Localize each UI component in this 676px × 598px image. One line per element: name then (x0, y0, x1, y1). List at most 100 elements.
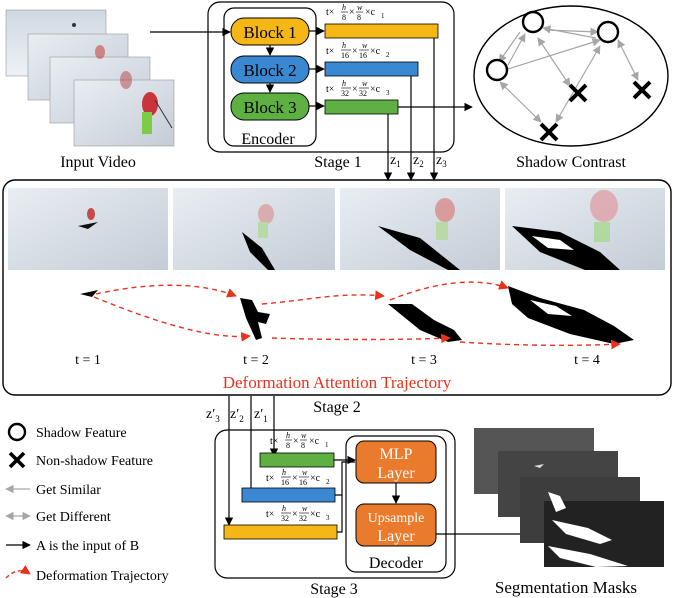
mlp-label-line2: Layer (377, 465, 415, 482)
block-1: Block 1 (230, 17, 310, 46)
svg-text:h: h (282, 504, 286, 513)
legend-label-similar: Get Similar (36, 483, 101, 498)
circle-icon (7, 422, 27, 442)
shadow-feature-node (596, 20, 620, 44)
shadow-contrast-label: Shadow Contrast (516, 154, 626, 171)
skier-body (142, 92, 158, 116)
legend-label-nonshadow: Non-shadow Feature (36, 454, 153, 469)
svg-text:×c: ×c (370, 84, 381, 95)
ski-pole (154, 99, 173, 129)
svg-text:t×: t× (266, 473, 274, 484)
svg-text:z′2: z′2 (230, 407, 244, 424)
time-label-1: t = 1 (75, 353, 101, 368)
svg-text:×: × (352, 84, 358, 95)
red-dashed-arrow-icon (5, 565, 31, 579)
svg-text:16: 16 (341, 51, 349, 60)
stage2-label: Stage 2 (313, 399, 361, 416)
decoder-dim-3: t× h 32 × w 32 ×c 3 (266, 504, 330, 523)
skier-body (95, 45, 105, 59)
svg-text:×: × (293, 436, 299, 447)
stage2-frame-3 (340, 188, 500, 270)
non-shadow-feature-node (568, 83, 588, 103)
svg-text:16: 16 (359, 51, 367, 60)
svg-text:32: 32 (359, 89, 367, 98)
block-3-label: Block 3 (243, 98, 296, 117)
time-labels: t = 1 t = 2 t = 3 t = 4 (75, 353, 600, 368)
input-video-label: Input Video (60, 154, 136, 171)
non-shadow-feature-node (539, 122, 559, 142)
time-label-3: t = 3 (411, 353, 437, 368)
time-label-4: t = 4 (574, 353, 600, 368)
svg-text:16: 16 (299, 478, 307, 487)
svg-text:2: 2 (326, 478, 330, 486)
feature-bar-3 (324, 99, 399, 115)
svg-text:16: 16 (281, 478, 289, 487)
decoder-feature-bar-1 (259, 452, 335, 468)
svg-text:×: × (292, 509, 298, 520)
decoder-dim-2: t× h 16 × w 16 ×c 2 (266, 468, 330, 487)
z2-prime-arrow (241, 396, 252, 498)
skier-legs (142, 112, 152, 134)
shadow-mask-1 (80, 290, 98, 297)
svg-text:t×: t× (326, 46, 334, 57)
skier-body (120, 71, 132, 89)
shadow-mask-3 (388, 304, 462, 342)
svg-text:z1: z1 (390, 153, 401, 169)
svg-text:8: 8 (301, 441, 305, 450)
svg-text:×c: ×c (309, 436, 320, 447)
svg-text:t×: t× (270, 436, 278, 447)
svg-text:w: w (302, 504, 308, 513)
svg-text:h: h (282, 468, 286, 477)
stage2-title: Deformation Attention Trajectory (223, 373, 452, 392)
stage3-label: Stage 3 (310, 581, 358, 598)
svg-text:h: h (286, 431, 290, 440)
shadow-contrast-graph (485, 10, 652, 142)
stage1-box (207, 1, 455, 153)
upsample-label-line2: Layer (377, 528, 415, 545)
block-2: Block 2 (230, 55, 310, 84)
segmentation-masks (474, 428, 664, 567)
segmentation-masks-label: Segmentation Masks (495, 578, 637, 597)
shadow-mask-row (80, 286, 634, 344)
svg-text:w: w (362, 79, 368, 88)
non-shadow-feature-node (632, 80, 652, 100)
shadow-feature-node (485, 58, 509, 82)
video-frame-4 (73, 79, 175, 147)
svg-text:2: 2 (386, 51, 390, 59)
block-2-label: Block 2 (243, 61, 296, 80)
feature-dim-2: t× h 16 × w 16 ×c 2 (326, 41, 390, 60)
legend-label-different: Get Different (36, 510, 111, 525)
time-label-2: t = 2 (243, 353, 269, 368)
cross-icon (8, 451, 26, 469)
svg-text:1: 1 (381, 12, 385, 20)
upsample-label-line1: Upsample (368, 511, 425, 526)
z-prime-labels: z′3 z′2 z′1 (206, 407, 268, 424)
decoder-dim-1: t× h 8 × w 8 ×c 1 (270, 431, 329, 450)
svg-text:h: h (342, 3, 346, 12)
encoder-box (223, 7, 317, 147)
deformation-trajectories (93, 280, 621, 350)
skier-head (72, 23, 76, 27)
svg-text:32: 32 (299, 514, 307, 523)
svg-text:w: w (362, 41, 368, 50)
svg-text:w: w (302, 468, 308, 477)
feature-dim-3: t× h 32 × w 32 ×c 3 (326, 79, 390, 98)
svg-text:×c: ×c (365, 7, 376, 18)
shadow-feature-node (521, 10, 545, 34)
upsample-layer: Upsample Layer (355, 503, 437, 547)
svg-text:×: × (349, 7, 355, 18)
bar3-to-mlp-arrow (337, 495, 343, 533)
bar2-to-mlp-arrow (335, 461, 355, 496)
svg-text:t×: t× (266, 509, 274, 520)
legend: Shadow Feature Non-shadow Feature Get Si… (5, 422, 169, 584)
decoder-feature-bar-2 (241, 487, 336, 503)
block-3: Block 3 (230, 92, 310, 121)
feature-dim-1: t× h 8 × w 8 ×c 1 (326, 3, 385, 22)
decoder-box (345, 435, 447, 573)
svg-text:z3: z3 (436, 153, 447, 169)
svg-text:8: 8 (342, 13, 346, 22)
feature-bar-2 (324, 61, 419, 77)
encoder-label: Encoder (241, 131, 295, 148)
svg-text:z′1: z′1 (254, 407, 268, 424)
